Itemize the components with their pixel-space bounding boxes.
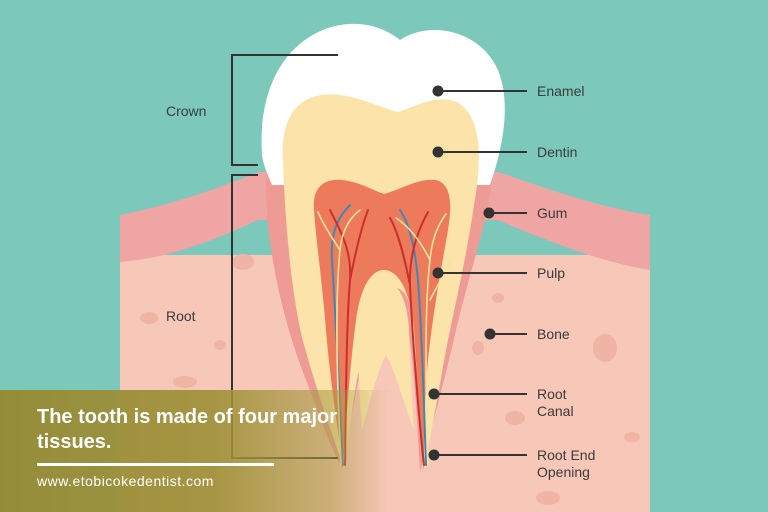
caption-title: The tooth is made of four major tissues.: [37, 406, 338, 453]
gum-label: Gum: [537, 205, 568, 221]
root-canal-label: Root Canal: [537, 386, 574, 419]
caption-url: www.etobicokedentist.com: [37, 473, 214, 489]
caption-banner: [0, 390, 390, 512]
caption-divider: [37, 463, 274, 466]
bone-speckles: [140, 254, 640, 505]
dentin-label: Dentin: [537, 144, 578, 160]
vessels: [317, 204, 451, 466]
root-end-opening-label: Root End Opening: [537, 447, 596, 480]
crown-bracket: [231, 54, 338, 166]
root-label: Root: [166, 308, 196, 324]
bone-label: Bone: [537, 326, 570, 342]
crown-label: Crown: [166, 103, 207, 119]
pulp-label: Pulp: [537, 265, 566, 281]
leader-lines: [428, 85, 527, 461]
enamel-label: Enamel: [537, 83, 585, 99]
gum-region: [120, 172, 650, 270]
